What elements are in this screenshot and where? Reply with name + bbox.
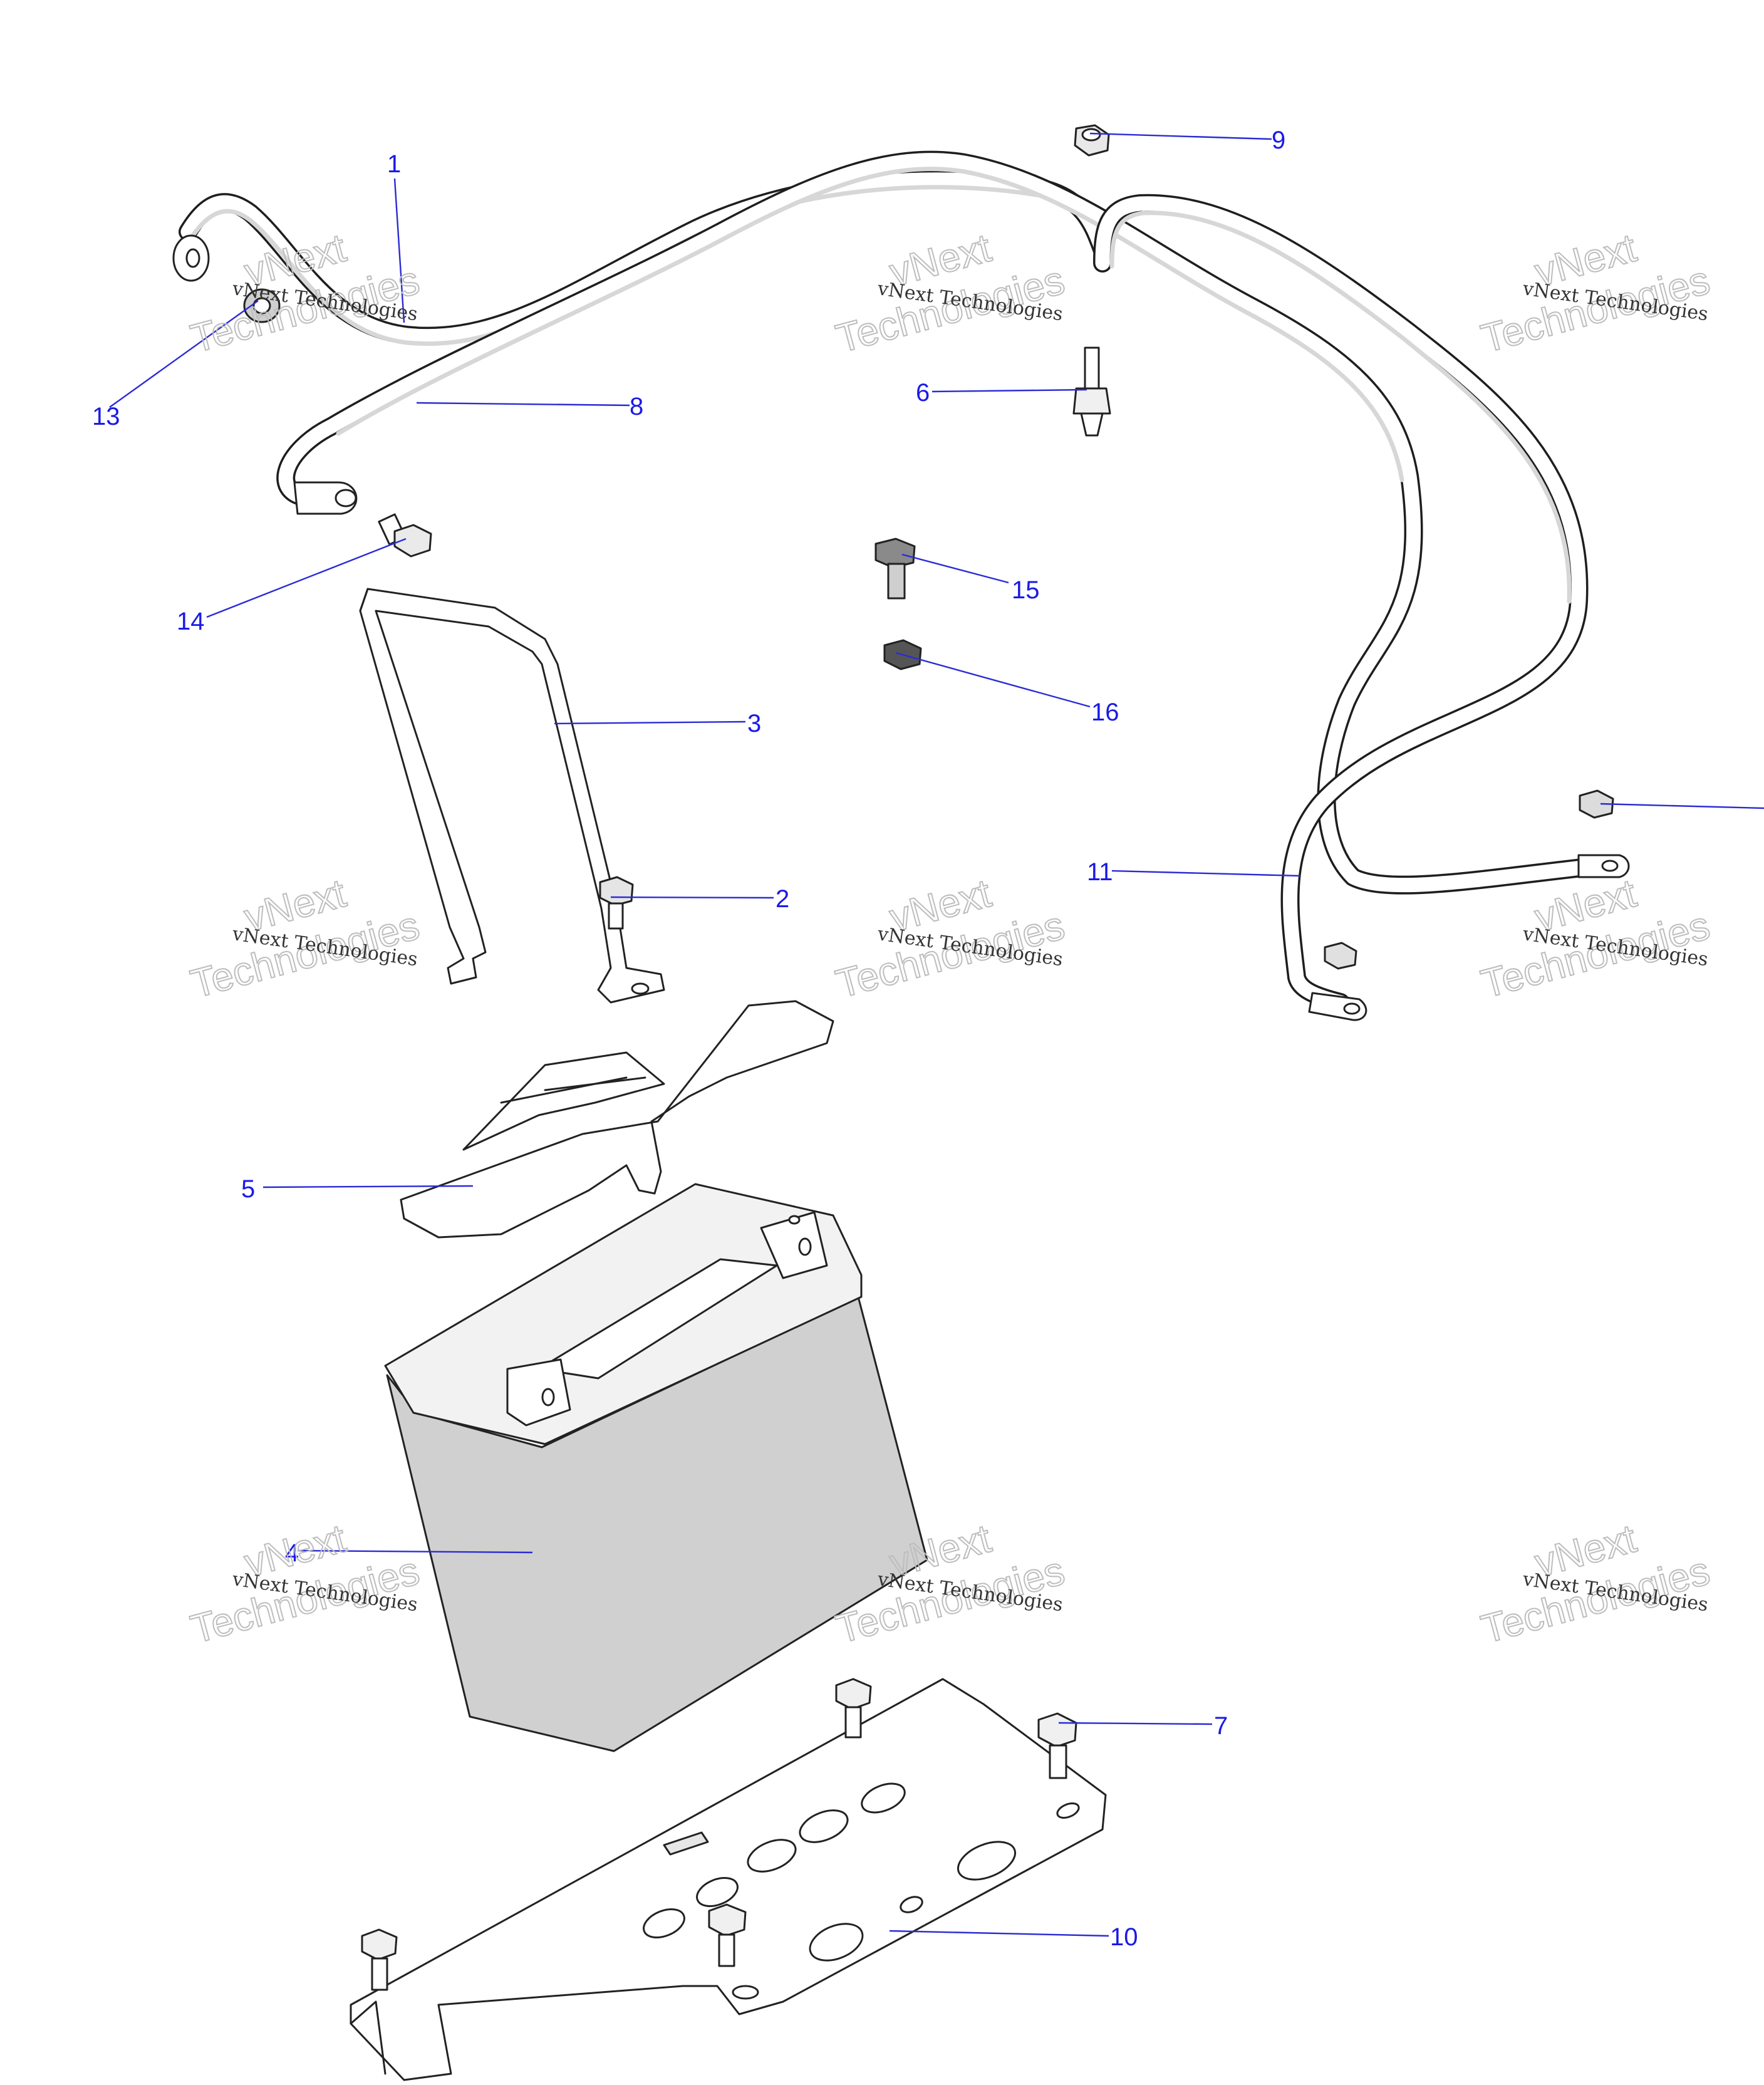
battery-cover-5 [400, 1000, 834, 1239]
watermark: vNext Technologies vNext Technologies [831, 224, 1069, 362]
nut-9 [1074, 124, 1110, 157]
callout-8: 8 [630, 393, 643, 420]
battery-tray-10 [350, 1678, 1107, 2081]
callout-10: 10 [1110, 1923, 1138, 1951]
watermark: vNext Technologies vNext Technologies [831, 870, 1069, 1007]
callout-3: 3 [747, 710, 761, 737]
cable-11 [1093, 194, 1589, 1021]
bolt-15 [874, 538, 916, 600]
callout-7: 7 [1214, 1712, 1228, 1740]
watermark: vNext Technologies vNext Technologies [1476, 1515, 1715, 1653]
washer-13 [243, 288, 281, 323]
bolt-7-c [708, 1903, 747, 1967]
cable-8 [276, 150, 1630, 895]
callout-14: 14 [177, 608, 205, 635]
bolt-2 [599, 876, 634, 930]
callout-1: 1 [387, 150, 401, 178]
bolt-14 [378, 513, 432, 558]
watermark: vNext Technologies vNext Technologies [1476, 224, 1715, 362]
callout-5: 5 [241, 1175, 255, 1203]
watermark: vNext Technologies vNext Technologies [185, 870, 424, 1007]
callout-2: 2 [776, 885, 789, 913]
watermark: vNext Technologies vNext Technologies [1476, 870, 1715, 1007]
nut-12 [1579, 789, 1614, 819]
callout-11: 11 [1087, 858, 1113, 886]
battery-4 [384, 1183, 928, 1752]
callouts: 1 2 3 4 5 6 7 8 9 10 11 13 14 15 16 [92, 127, 1285, 1951]
bracket-3 [359, 588, 665, 1004]
leader-lines [109, 132, 1764, 1937]
callout-15: 15 [1012, 576, 1040, 604]
callout-6: 6 [916, 379, 930, 407]
stud-6 [1072, 346, 1111, 437]
bolt-7-b [1037, 1712, 1077, 1779]
callout-16: 16 [1091, 699, 1119, 726]
callout-4: 4 [285, 1539, 299, 1567]
nut-11b [1324, 942, 1357, 970]
bolt-7-d [361, 1928, 398, 1991]
callout-9: 9 [1272, 127, 1285, 154]
bolt-7-a [835, 1678, 872, 1739]
watermark: vNext Technologies vNext Technologies [185, 1515, 424, 1653]
callout-13: 13 [92, 403, 120, 430]
